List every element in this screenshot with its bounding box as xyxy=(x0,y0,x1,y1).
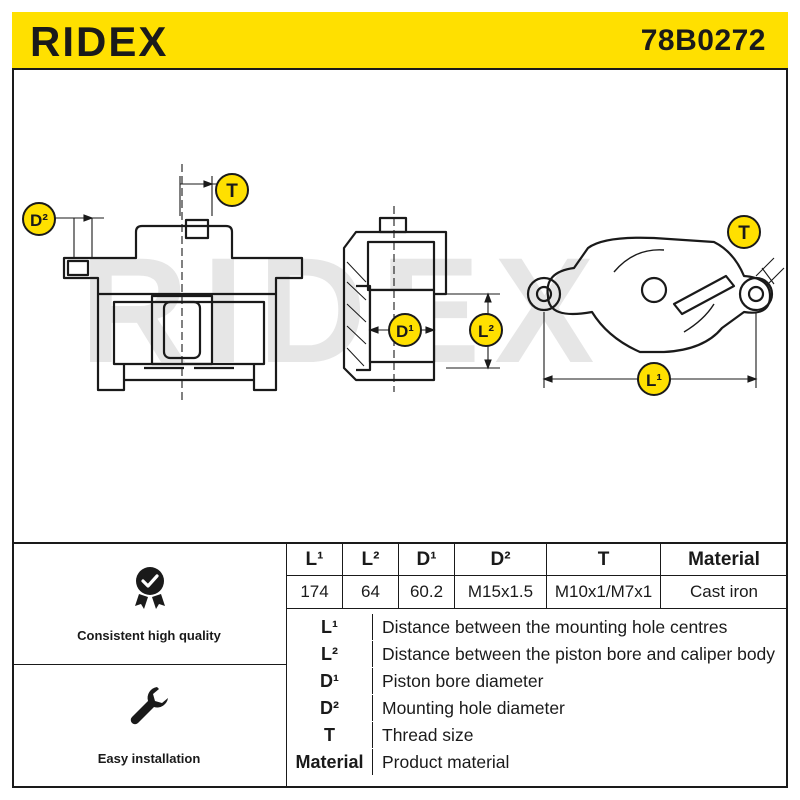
legend-description: Product material xyxy=(382,752,510,772)
svg-text:D¹: D¹ xyxy=(396,322,414,341)
spec-header-row: L¹ L² D¹ D² T Material xyxy=(287,544,787,576)
legend-key: T xyxy=(287,722,373,748)
marker-t-front: T xyxy=(215,173,249,207)
legend-description: Distance between the piston bore and cal… xyxy=(382,644,776,664)
legend-row: L² Distance between the piston bore and … xyxy=(287,641,787,667)
spec-header-cell: T xyxy=(547,544,661,575)
spec-header-cell: L¹ xyxy=(287,544,343,575)
legend-description: Distance between the mounting hole centr… xyxy=(382,617,728,637)
wrench-icon xyxy=(130,687,168,725)
spec-value-cell: M10x1/M7x1 xyxy=(547,576,661,608)
watermark: RIDEX xyxy=(80,226,608,394)
legend-key: D¹ xyxy=(287,668,373,694)
marker-l1: L¹ xyxy=(637,362,671,396)
legend-row: D² Mounting hole diameter xyxy=(287,695,787,721)
legend-row: Material Product material xyxy=(287,749,787,775)
svg-text:T: T xyxy=(226,181,238,202)
spec-value-cell: Cast iron xyxy=(689,582,759,601)
legend-row: D¹ Piston bore diameter xyxy=(287,668,787,694)
marker-t-top: T xyxy=(727,215,761,249)
feature-installation: Easy installation xyxy=(12,665,286,788)
spec-table: L¹ L² D¹ D² T Material 174 64 60.2 M15x1… xyxy=(286,544,787,788)
svg-text:D²: D² xyxy=(30,211,48,230)
legend-key: Material xyxy=(287,749,373,775)
spec-value-cell: 60.2 xyxy=(399,576,455,608)
spec-value-row: 174 64 60.2 M15x1.5 M10x1/M7x1 Cast iron xyxy=(287,576,787,609)
marker-d2: D² xyxy=(22,202,56,236)
quality-badge-icon xyxy=(135,567,165,609)
legend-description: Thread size xyxy=(382,725,474,745)
technical-drawing: RIDEX xyxy=(22,164,785,402)
svg-text:T: T xyxy=(738,223,750,244)
legend-key: L¹ xyxy=(287,614,373,640)
spec-value-cell: 174 xyxy=(287,576,343,608)
caliper-top-view xyxy=(526,236,774,354)
legend-key: L² xyxy=(287,641,373,667)
part-number: 78B0272 xyxy=(640,24,766,57)
feature-label: Easy installation xyxy=(97,751,201,766)
legend-key: D² xyxy=(287,695,373,721)
header-bar: RIDEX 78B0272 xyxy=(12,12,788,70)
marker-l2: L² xyxy=(469,313,503,347)
svg-text:L¹: L¹ xyxy=(646,371,662,390)
brand-logo: RIDEX xyxy=(30,19,168,63)
svg-text:L²: L² xyxy=(478,322,494,341)
spec-legend: L¹ Distance between the mounting hole ce… xyxy=(287,610,787,788)
legend-row: L¹ Distance between the mounting hole ce… xyxy=(287,614,787,640)
info-panel: Consistent high quality Easy installatio… xyxy=(12,542,788,788)
spec-header-cell: L² xyxy=(343,544,399,575)
feature-list: Consistent high quality Easy installatio… xyxy=(12,544,286,788)
caliper-front-view xyxy=(62,218,304,392)
marker-d1: D¹ xyxy=(388,313,422,347)
legend-description: Piston bore diameter xyxy=(382,671,544,691)
legend-description: Mounting hole diameter xyxy=(382,698,565,718)
spec-value-cell: M15x1.5 xyxy=(455,576,547,608)
legend-row: T Thread size xyxy=(287,722,787,748)
spec-header-cell: D¹ xyxy=(399,544,455,575)
spec-header-cell: D² xyxy=(455,544,547,575)
spec-header-cell: Material xyxy=(688,548,760,570)
feature-quality: Consistent high quality xyxy=(12,544,286,665)
svg-text:RIDEX: RIDEX xyxy=(30,19,168,63)
spec-value-cell: 64 xyxy=(343,576,399,608)
feature-label: Consistent high quality xyxy=(77,628,221,643)
